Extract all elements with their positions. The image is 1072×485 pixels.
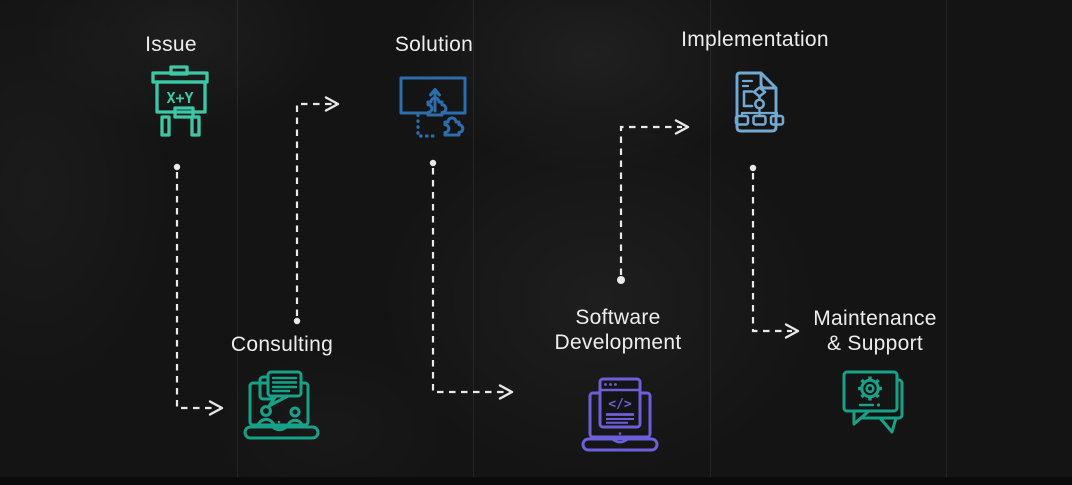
- step-label-issue: Issue: [145, 33, 197, 56]
- connector-start-dot: [749, 164, 757, 172]
- step-label-software-development: Software Development: [554, 305, 681, 355]
- bottom-strip: [0, 477, 1072, 485]
- flowchart-document-icon: [725, 68, 795, 138]
- connector-start-dot: [429, 159, 437, 167]
- step-label-maintenance-support: Maintenance & Support: [813, 306, 937, 356]
- panel-divider: [946, 0, 947, 477]
- connector-start-dot: [293, 317, 301, 325]
- arrowhead-icon: [324, 96, 340, 112]
- arrowhead-icon: [208, 400, 224, 416]
- step-label-line2: & Support: [826, 332, 924, 355]
- puzzle-piece-icon: [395, 65, 475, 150]
- step-label-solution: Solution: [394, 33, 474, 56]
- arrowhead-icon: [674, 119, 690, 135]
- connector-consulting-to-solution: [293, 96, 340, 325]
- arrowhead-icon: [498, 384, 514, 400]
- laptop-chat-icon: [243, 363, 323, 448]
- chalkboard-xy-icon: X+Y: [150, 65, 210, 140]
- step-label-line2: Development: [554, 331, 682, 354]
- laptop-code-icon: </>: [580, 375, 660, 455]
- step-label-line1: Maintenance: [813, 307, 937, 330]
- panel-divider: [237, 0, 238, 477]
- connector-start-dot: [173, 163, 181, 171]
- step-label-implementation: Implementation: [681, 28, 829, 51]
- connector-issue-to-consulting: [173, 163, 224, 416]
- connector-software-development-to-implementation: [617, 119, 690, 284]
- svg-text:</>: </>: [608, 397, 632, 412]
- connector-solution-to-software-development: [429, 159, 514, 400]
- panel-divider: [710, 0, 711, 477]
- connector-implementation-to-maintenance: [749, 164, 800, 339]
- step-label-consulting: Consulting: [230, 333, 334, 356]
- step-label-line1: Software: [575, 306, 661, 329]
- svg-text:X+Y: X+Y: [166, 89, 193, 107]
- arrowhead-icon: [784, 323, 800, 339]
- connector-start-dot: [617, 276, 625, 284]
- panel-divider: [473, 0, 474, 477]
- chat-gear-icon: [840, 368, 918, 446]
